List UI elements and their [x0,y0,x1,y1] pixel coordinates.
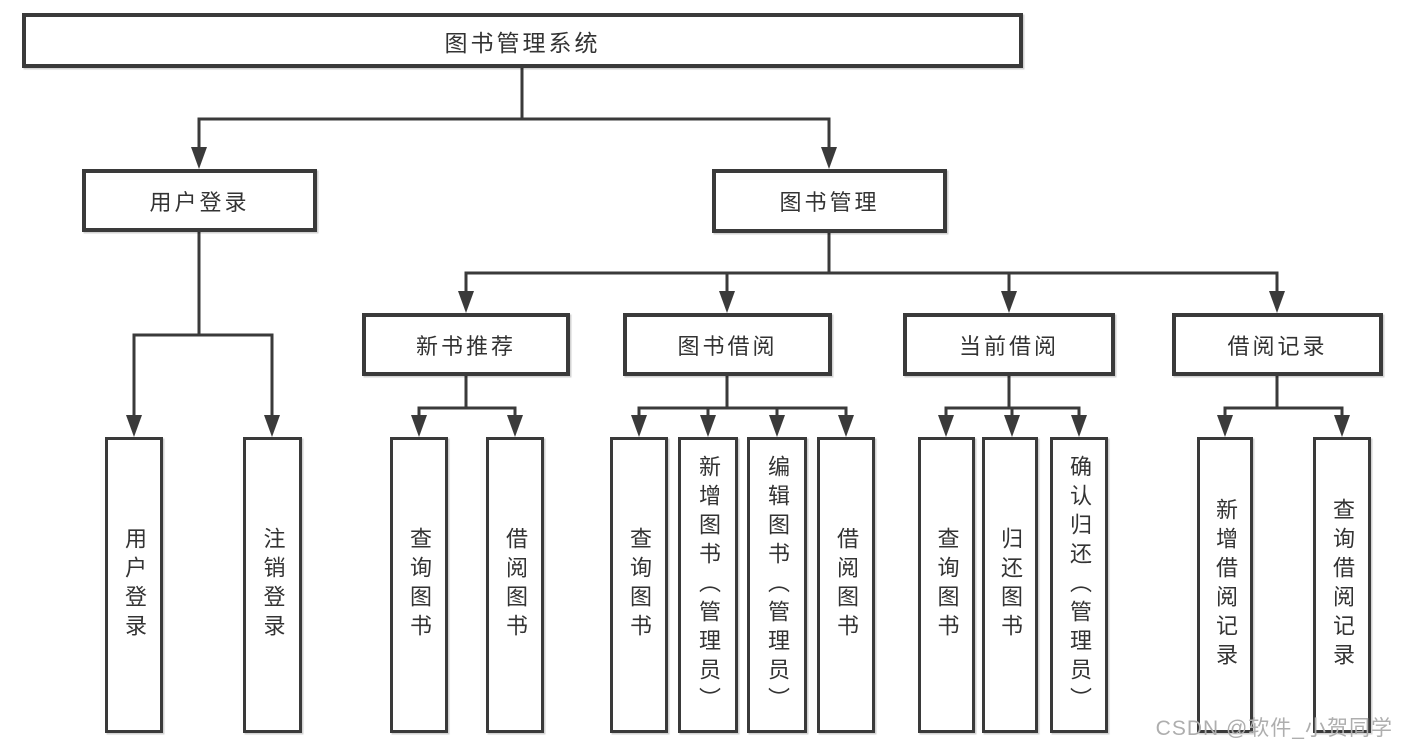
leaf-query-books-borrow-label: 查询图书 [627,527,652,643]
node-system-root-label: 图书管理系统 [444,29,601,56]
leaf-add-borrow-record-label: 新增借阅记录 [1213,498,1238,672]
leaf-query-books-borrow: 查询图书 [610,437,668,733]
node-book-management-label: 图书管理 [779,190,880,215]
node-book-borrow-label: 图书借阅 [677,333,778,359]
watermark-text: CSDN @软件_小贺同学 [1155,717,1393,740]
leaf-borrow-books-label: 借阅图书 [834,527,859,643]
leaf-add-borrow-record: 新增借阅记录 [1197,437,1253,733]
leaf-query-books-current-label: 查询图书 [934,527,960,643]
leaf-edit-book-admin: 编辑图书（管理员） [747,437,807,733]
leaf-return-book-label: 归还图书 [998,527,1023,643]
node-user-login-group-label: 用户登录 [149,189,250,215]
leaf-query-books-recommend: 查询图书 [390,437,448,733]
node-book-borrow: 图书借阅 [623,313,832,376]
node-borrow-records: 借阅记录 [1172,313,1383,376]
leaf-borrow-books-recommend-label: 借阅图书 [503,527,528,643]
node-current-borrow-label: 当前借阅 [958,333,1059,359]
leaf-borrow-books-recommend: 借阅图书 [486,437,544,733]
node-user-login-group: 用户登录 [82,169,317,232]
leaf-confirm-return-admin: 确认归还（管理员） [1050,437,1108,733]
node-new-book-recommend: 新书推荐 [362,313,570,376]
leaf-user-login: 用户登录 [105,437,163,733]
node-book-management: 图书管理 [712,169,947,233]
leaf-query-books-recommend-label: 查询图书 [407,527,432,643]
leaf-user-login-label: 用户登录 [122,527,147,643]
leaf-borrow-books: 借阅图书 [817,437,875,733]
leaf-query-borrow-record-label: 查询借阅记录 [1330,498,1355,672]
node-borrow-records-label: 借阅记录 [1227,333,1328,359]
leaf-edit-book-admin-label: 编辑图书（管理员） [765,454,790,716]
leaf-query-books-current: 查询图书 [918,437,975,733]
leaf-add-book-admin: 新增图书（管理员） [678,437,738,733]
node-new-book-recommend-label: 新书推荐 [415,333,516,359]
leaf-return-book: 归还图书 [982,437,1038,733]
leaf-logout-label: 注销登录 [260,527,286,643]
leaf-query-borrow-record: 查询借阅记录 [1313,437,1371,733]
leaf-logout: 注销登录 [243,437,302,733]
leaf-add-book-admin-label: 新增图书（管理员） [696,454,721,716]
leaf-confirm-return-admin-label: 确认归还（管理员） [1067,454,1092,716]
node-current-borrow: 当前借阅 [903,313,1115,376]
node-system-root: 图书管理系统 [22,13,1023,68]
